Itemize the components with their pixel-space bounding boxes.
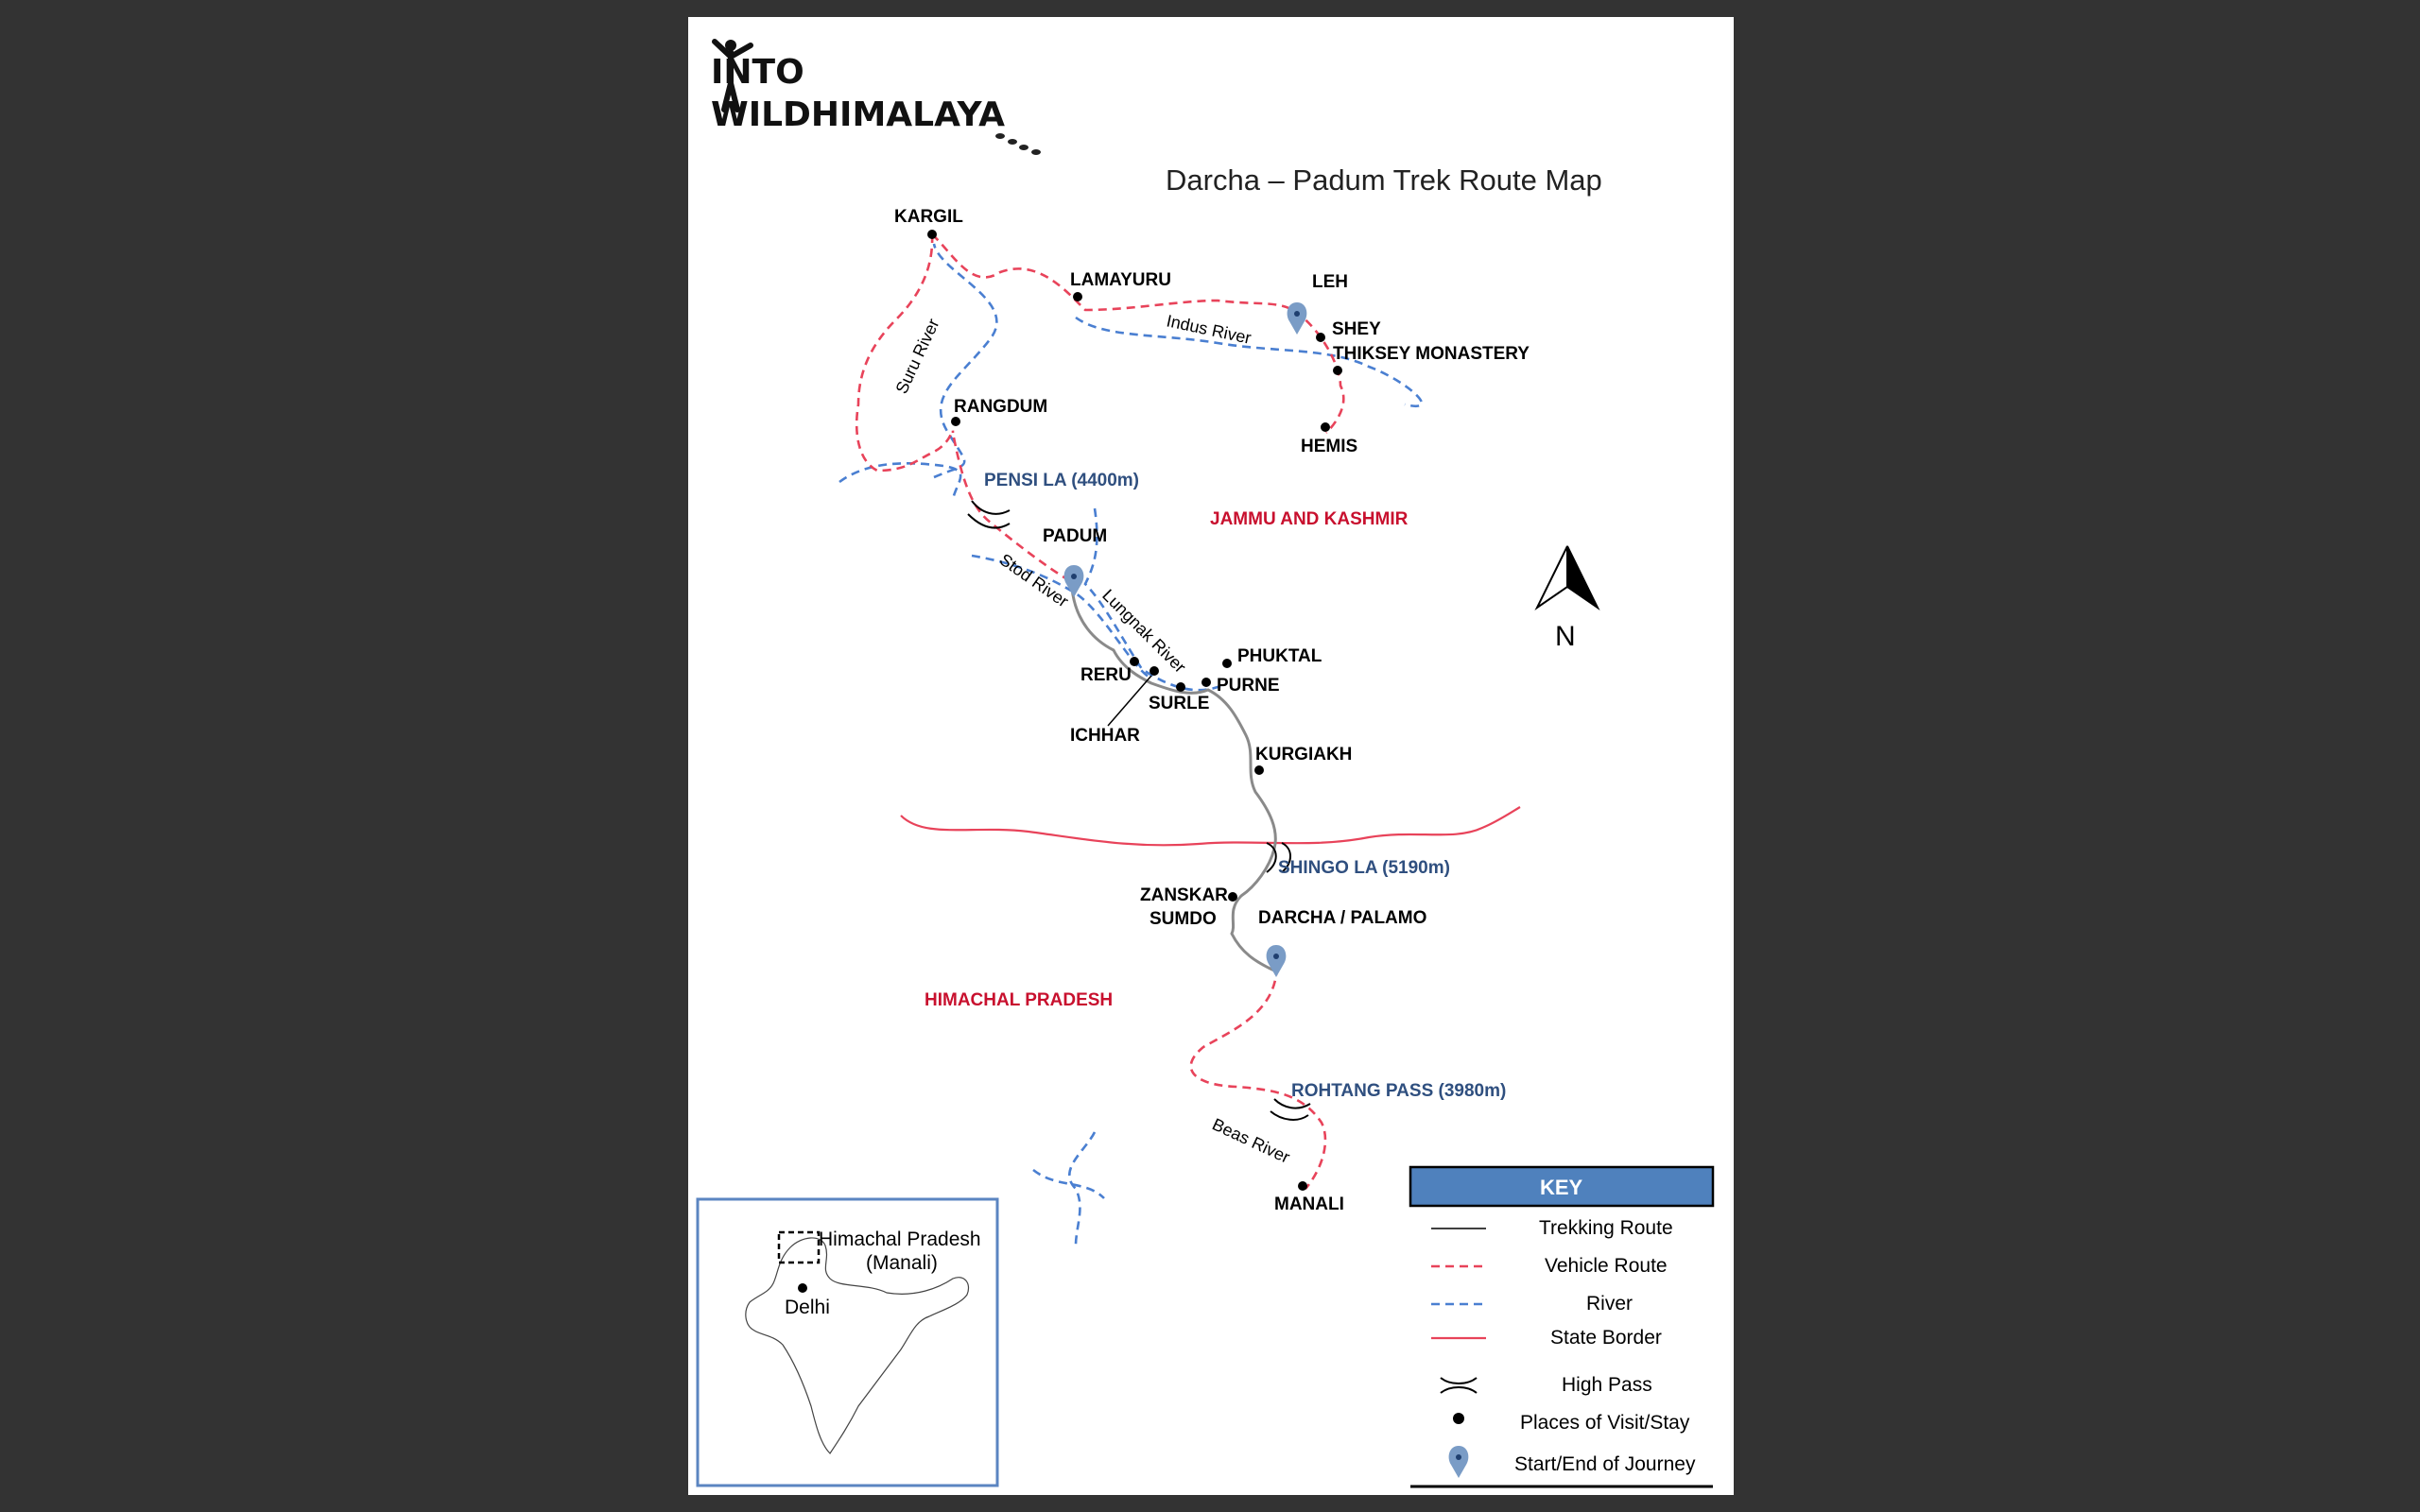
label-thiksey: THIKSEY MONASTERY	[1333, 344, 1530, 364]
inset-highlight-box	[777, 1230, 821, 1264]
label-manali: MANALI	[1274, 1194, 1344, 1214]
route-map: INTO WILDHIMALAYA Darcha – Padum Trek Ro…	[696, 39, 1715, 1488]
inset-dot-delhi	[798, 1283, 807, 1293]
label-hemis: HEMIS	[1301, 437, 1357, 456]
vehicle-route-kargil-leh	[931, 233, 1345, 434]
place-dot-thiksey	[1333, 366, 1342, 375]
vehicle-route-darcha-manali	[1189, 952, 1327, 1190]
inset-map: Himachal Pradesh (Manali) Delhi	[696, 1197, 999, 1487]
label-sumdo: SUMDO	[1150, 909, 1217, 929]
place-dot-surle	[1176, 682, 1185, 692]
ichhar-pointer-line	[1107, 675, 1152, 727]
vehicle-route-kargil-rangdum	[855, 233, 955, 472]
inset-label-line2: (Manali)	[866, 1252, 938, 1274]
label-ichhar: ICHHAR	[1070, 726, 1140, 746]
key-title: KEY	[1540, 1176, 1583, 1199]
key-item-state-border: State Border	[1550, 1327, 1662, 1349]
label-kargil: KARGIL	[894, 207, 963, 227]
label-leh: LEH	[1312, 272, 1348, 292]
label-shingo-la: SHINGO LA (5190m)	[1278, 858, 1450, 878]
place-dots	[927, 230, 1342, 1191]
label-padum: PADUM	[1043, 526, 1107, 546]
label-lamayuru: LAMAYURU	[1070, 270, 1171, 290]
place-dot-shey	[1316, 333, 1325, 342]
label-purne: PURNE	[1217, 676, 1280, 696]
high-pass-icon-shingo	[1266, 842, 1291, 873]
logo: INTO WILDHIMALAYA	[711, 39, 1041, 155]
label-kurgiakh: KURGIAKH	[1255, 745, 1352, 765]
label-stod-river: Stod River	[996, 550, 1072, 611]
place-dot-reru	[1130, 657, 1139, 666]
label-jammu-kashmir: JAMMU AND KASHMIR	[1210, 509, 1409, 529]
map-title: Darcha – Padum Trek Route Map	[1166, 163, 1602, 197]
label-reru: RERU	[1080, 665, 1132, 685]
trekking-route-line	[1070, 588, 1277, 973]
key-swatch-pass-icon	[1440, 1377, 1478, 1394]
pin-icon-padum	[1063, 565, 1084, 597]
label-himachal-pradesh: HIMACHAL PRADESH	[925, 990, 1113, 1010]
place-dot-phuktal	[1222, 659, 1232, 668]
label-shey: SHEY	[1332, 319, 1381, 339]
place-dot-rangdum	[951, 417, 960, 426]
north-arrow-icon: N	[1534, 545, 1600, 652]
pin-icon-darcha	[1266, 945, 1287, 977]
label-surle: SURLE	[1149, 694, 1209, 713]
beas-river-line	[1068, 1131, 1097, 1246]
lungnak-river-line	[1083, 507, 1228, 692]
india-outline	[745, 1237, 970, 1454]
label-beas-river: Beas River	[1209, 1114, 1292, 1166]
key-swatch-place-dot	[1453, 1413, 1464, 1424]
place-dot-kargil	[927, 230, 937, 239]
north-label: N	[1555, 621, 1576, 652]
label-darcha: DARCHA / PALAMO	[1258, 908, 1426, 928]
logo-line2: WILDHIMALAYA	[711, 95, 1005, 134]
logo-line1: INTO	[711, 53, 804, 92]
place-dot-lamayuru	[1073, 292, 1082, 301]
place-dot-zanskar-sumdo	[1228, 892, 1237, 902]
suru-river-line	[932, 243, 998, 479]
footprints-icon	[995, 133, 1041, 155]
suru-river-line-2	[838, 462, 962, 500]
label-rohtang-pass: ROHTANG PASS (3980m)	[1291, 1081, 1506, 1101]
key-swatch-pin-icon	[1448, 1446, 1469, 1478]
key-item-places: Places of Visit/Stay	[1520, 1412, 1690, 1434]
high-pass-icon-pensi	[967, 500, 1011, 529]
place-dot-hemis	[1321, 422, 1330, 432]
label-pensi-la: PENSI LA (4400m)	[984, 471, 1139, 490]
label-rangdum: RANGDUM	[954, 397, 1047, 417]
key-header	[1409, 1165, 1715, 1208]
key-item-river: River	[1586, 1293, 1633, 1314]
label-indus-river: Indus River	[1165, 311, 1253, 347]
state-border-line	[900, 806, 1521, 847]
high-pass-icon-rohtang	[1270, 1098, 1311, 1121]
map-key: KEY Trekking Route Vehicle Route River S…	[1409, 1165, 1715, 1488]
place-dot-manali	[1298, 1181, 1307, 1191]
indus-river-line	[1075, 316, 1423, 407]
place-dot-ichhar	[1150, 666, 1159, 676]
label-phuktal: PHUKTAL	[1237, 646, 1322, 666]
key-item-start-end: Start/End of Journey	[1514, 1453, 1696, 1475]
inset-label-delhi: Delhi	[785, 1297, 830, 1318]
hiker-silhouette-icon	[712, 39, 753, 112]
place-dot-kurgiakh	[1254, 765, 1264, 775]
key-item-trekking-route: Trekking Route	[1539, 1217, 1673, 1239]
vehicle-route-rangdum-padum	[952, 437, 1077, 586]
map-page: INTO WILDHIMALAYA Darcha – Padum Trek Ro…	[688, 17, 1734, 1495]
label-suru-river: Suru River	[891, 316, 942, 397]
vehicle-routes	[855, 233, 1345, 1190]
pin-icon-leh	[1287, 302, 1307, 335]
key-item-vehicle-route: Vehicle Route	[1545, 1255, 1668, 1277]
inset-label-line1: Himachal Pradesh	[819, 1228, 981, 1250]
place-dot-purne	[1201, 678, 1211, 687]
key-item-high-pass: High Pass	[1562, 1374, 1652, 1396]
label-zanskar: ZANSKAR	[1140, 885, 1228, 905]
